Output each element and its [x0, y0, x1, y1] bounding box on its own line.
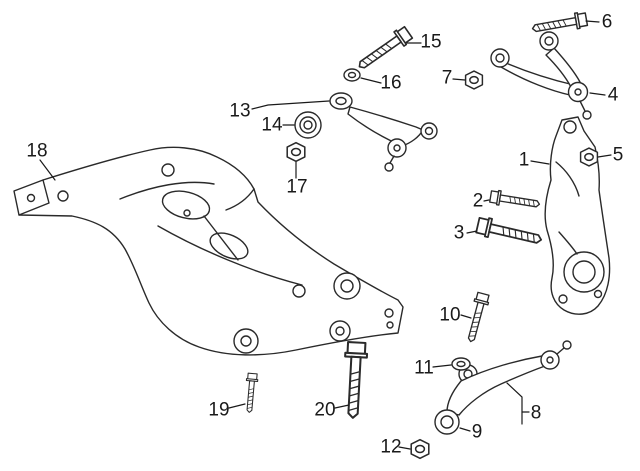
- bolt-6-drawing: [530, 10, 589, 38]
- bolt-2-drawing: [488, 188, 542, 212]
- steering-knuckle-drawing: [544, 116, 611, 315]
- nut-5-drawing: [579, 147, 599, 167]
- washer-16-drawing: [343, 68, 361, 82]
- lower-control-arm-drawing: [434, 340, 572, 435]
- callout-16[interactable]: 16: [380, 72, 402, 94]
- callout-2[interactable]: 2: [472, 190, 484, 212]
- callout-17[interactable]: 17: [286, 176, 308, 198]
- callout-15[interactable]: 15: [420, 31, 442, 53]
- callout-19[interactable]: 19: [208, 399, 230, 421]
- callout-13[interactable]: 13: [229, 100, 251, 122]
- bolt-3-drawing: [474, 215, 545, 250]
- callout-3[interactable]: 3: [453, 222, 465, 244]
- bolt-15-drawing: [353, 24, 415, 75]
- callout-8[interactable]: 8: [530, 402, 542, 424]
- callout-7[interactable]: 7: [441, 67, 453, 89]
- bolt-10-drawing: [463, 291, 492, 345]
- callout-11[interactable]: 11: [414, 357, 434, 379]
- callout-10[interactable]: 10: [439, 304, 461, 326]
- callout-14[interactable]: 14: [261, 114, 283, 136]
- callout-20[interactable]: 20: [314, 399, 336, 421]
- leader-lines: [39, 20, 612, 450]
- callout-6[interactable]: 6: [601, 11, 613, 33]
- callout-18[interactable]: 18: [26, 140, 48, 162]
- front-strut-arm-drawing: [329, 92, 438, 172]
- subframe-crossmember-drawing: [13, 146, 404, 356]
- washer-11-drawing: [451, 357, 471, 371]
- nut-17-drawing: [286, 141, 306, 163]
- callout-5[interactable]: 5: [612, 144, 624, 166]
- nut-12-drawing: [410, 438, 430, 460]
- callout-12[interactable]: 12: [380, 436, 402, 458]
- nut-7-drawing: [464, 70, 484, 90]
- callout-1[interactable]: 1: [518, 149, 530, 171]
- callout-9[interactable]: 9: [471, 421, 483, 443]
- upper-control-arm-drawing: [490, 31, 592, 120]
- bolt-19-drawing: [243, 372, 259, 414]
- bushing-14-drawing: [294, 111, 322, 139]
- bolt-20-drawing: [340, 340, 369, 420]
- callout-4[interactable]: 4: [607, 84, 619, 106]
